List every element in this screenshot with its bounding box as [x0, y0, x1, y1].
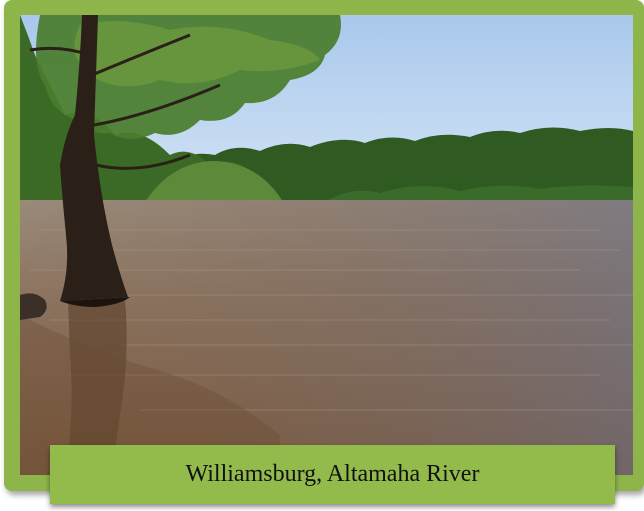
- photo-caption: Williamsburg, Altamaha River: [185, 461, 480, 487]
- trunk-reflection: [65, 300, 127, 475]
- caption-box: Williamsburg, Altamaha River: [50, 445, 615, 504]
- river-photo-illustration: [20, 15, 633, 475]
- tree-trunk: [60, 15, 128, 301]
- river-photo: [20, 15, 633, 475]
- shore-rocks: [20, 293, 47, 320]
